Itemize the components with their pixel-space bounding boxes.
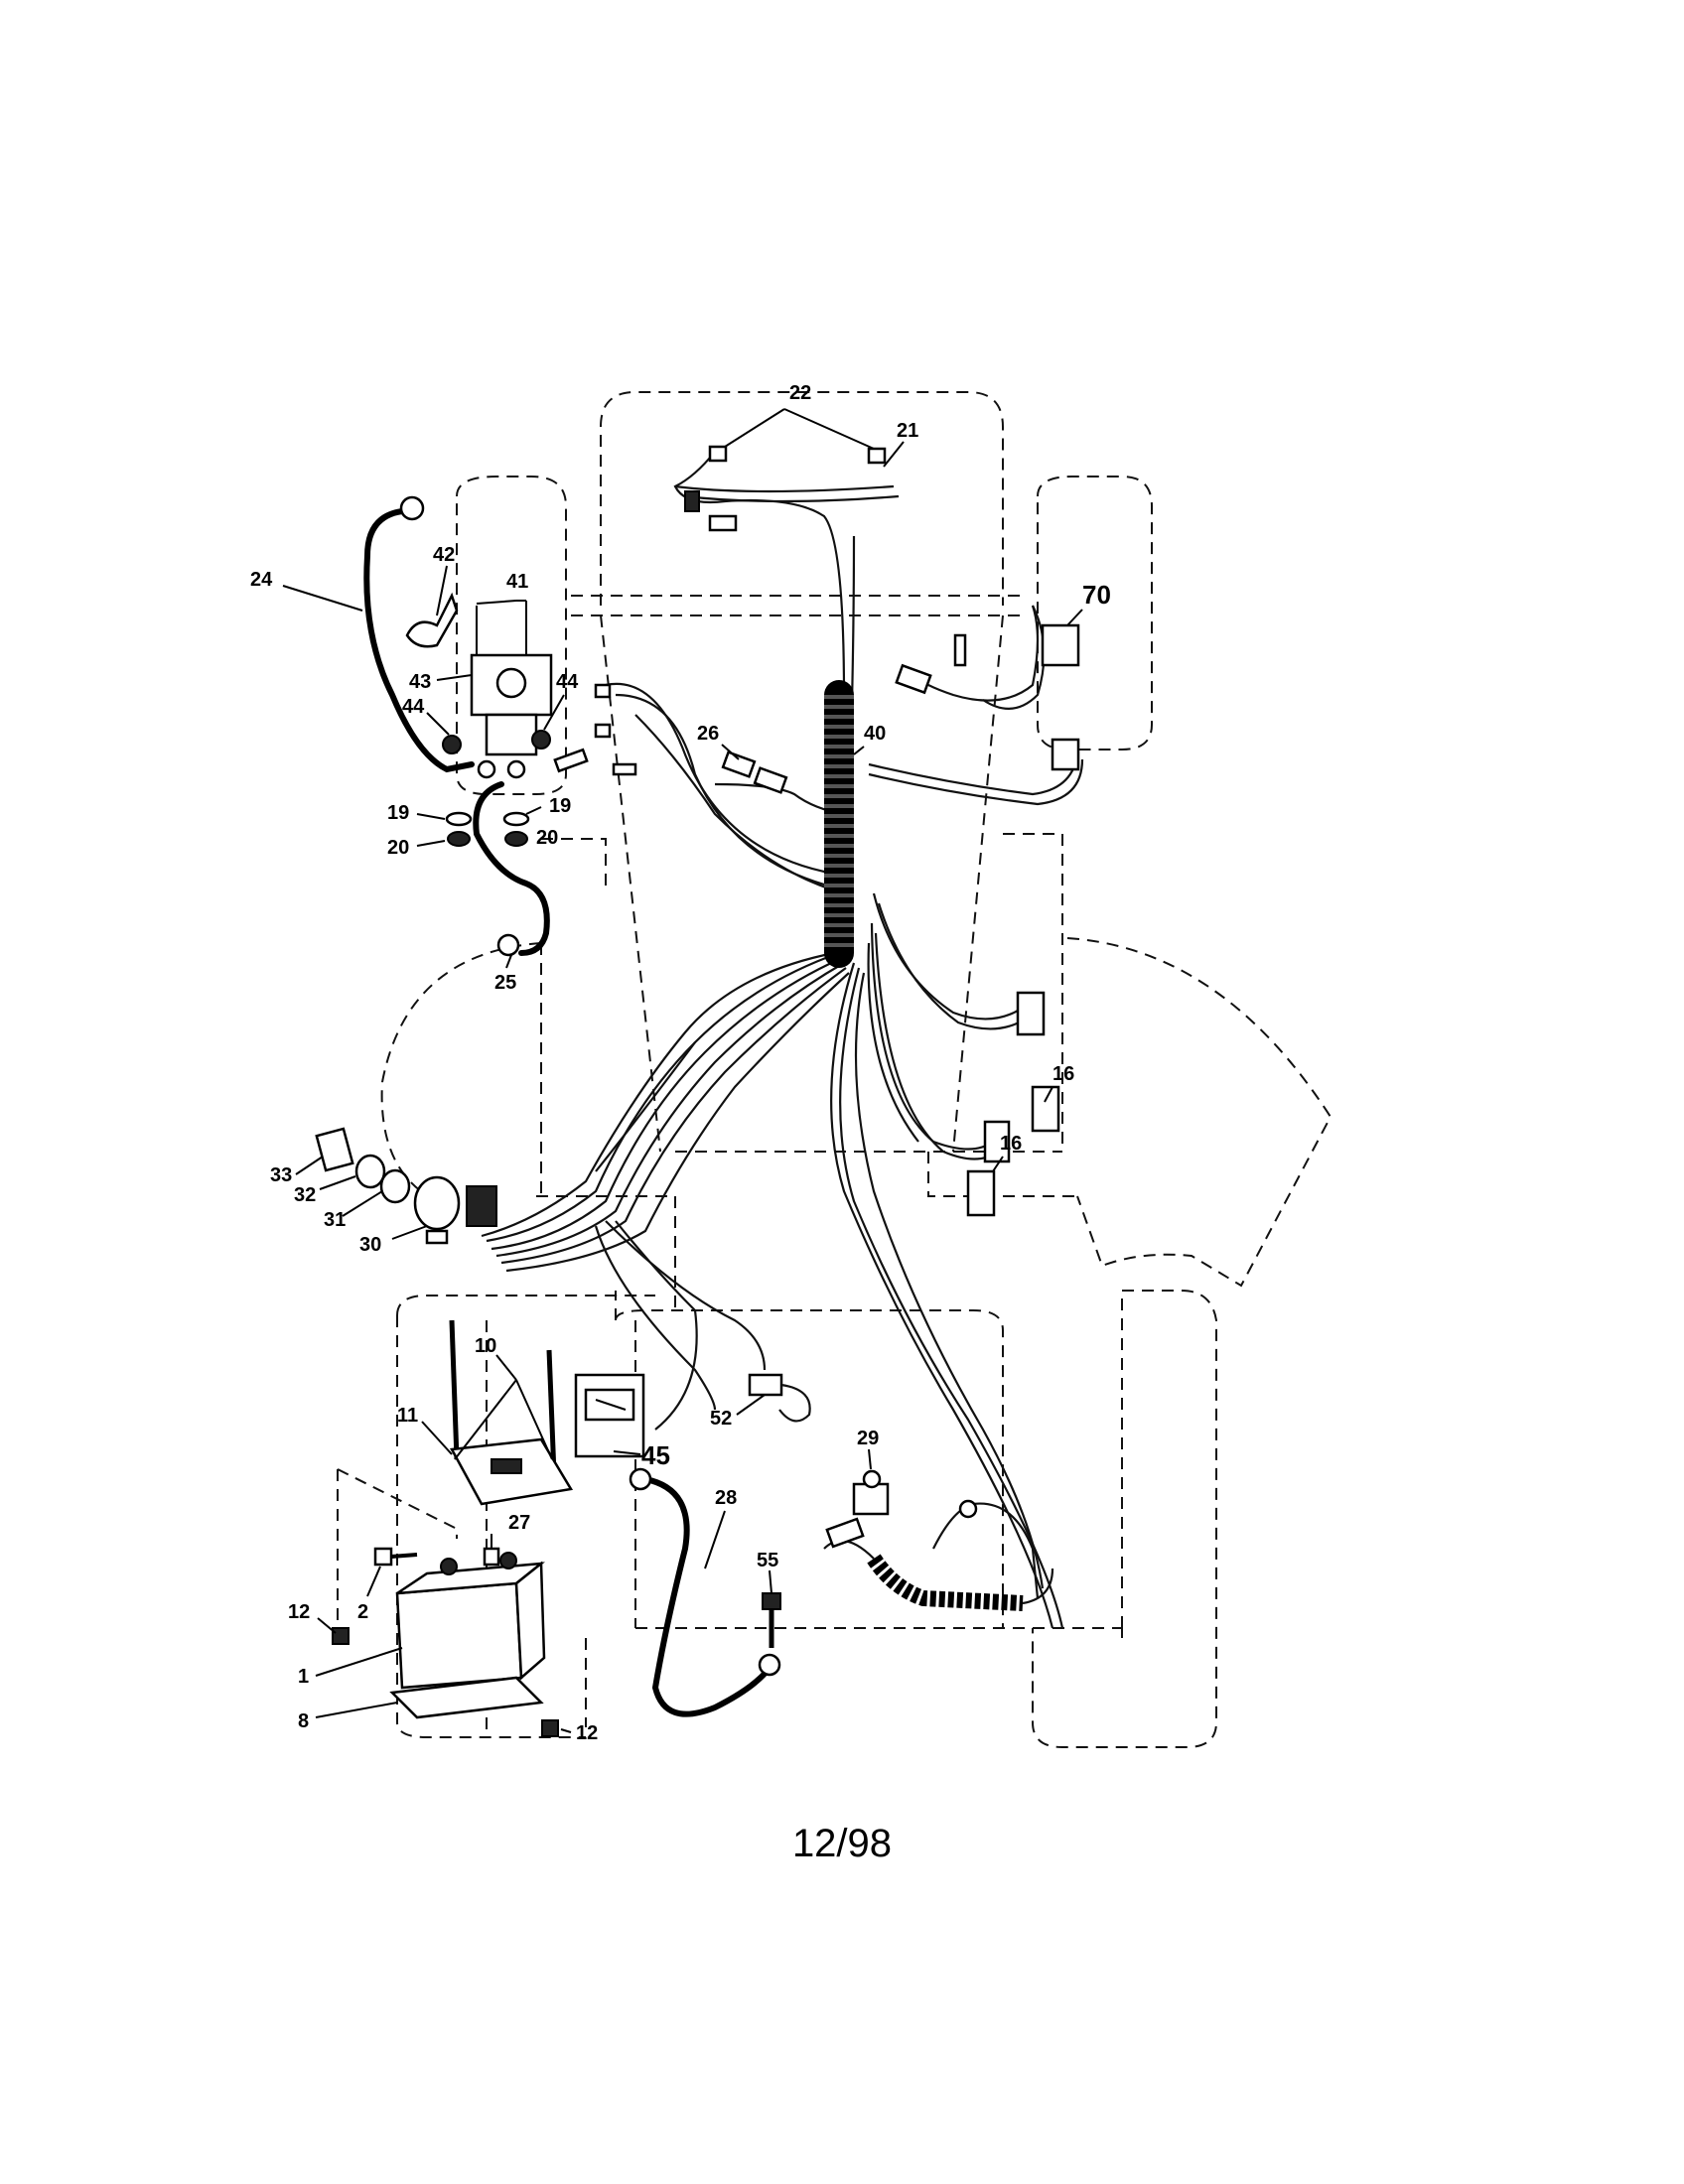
- connector-70: [895, 623, 1080, 771]
- callout-12-left: 12: [288, 1601, 310, 1623]
- cable-25: [473, 781, 550, 956]
- cable-28: [642, 1476, 772, 1717]
- callout-70: 70: [1082, 580, 1111, 610]
- callout-29: 29: [857, 1428, 879, 1449]
- cable-24-terminal: [399, 495, 425, 521]
- solenoid-assembly: [442, 601, 553, 847]
- callout-30: 30: [359, 1234, 381, 1256]
- callout-10: 10: [475, 1335, 496, 1357]
- callout-41: 41: [506, 571, 528, 593]
- leader-lines: [282, 408, 1083, 1733]
- switches-16: [966, 991, 1060, 1217]
- callout-22: 22: [789, 382, 811, 404]
- front-connectors: [553, 683, 637, 776]
- callout-52: 52: [710, 1408, 732, 1430]
- callout-20-right: 20: [536, 827, 558, 849]
- callout-24: 24: [250, 569, 273, 591]
- callout-8: 8: [298, 1710, 309, 1732]
- battery-assembly: [332, 1319, 574, 1737]
- callout-31: 31: [324, 1209, 346, 1231]
- bolt-55: [762, 1592, 781, 1648]
- callout-25: 25: [494, 972, 516, 994]
- cable-25-terminal: [496, 933, 520, 957]
- callout-12-right: 12: [576, 1722, 598, 1744]
- callout-44-left: 44: [402, 696, 425, 718]
- rear-terminal: [958, 1499, 978, 1519]
- connectors-26: [721, 751, 788, 794]
- callout-27: 27: [508, 1512, 530, 1534]
- plug-52: [748, 1373, 811, 1423]
- headlights: [684, 445, 887, 532]
- callout-1: 1: [298, 1666, 309, 1688]
- callout-40: 40: [864, 723, 886, 745]
- callout-26: 26: [697, 723, 719, 745]
- callout-labels: 24 22 21 42 41 43 44 44 19 19 20 20 25 7…: [250, 382, 1111, 1744]
- cable-24: [363, 508, 475, 773]
- ignition-group: [315, 1127, 497, 1245]
- callout-45: 45: [641, 1440, 670, 1470]
- hour-meter-45: [574, 1373, 645, 1458]
- cable-28-bottom-terminal: [758, 1653, 781, 1677]
- callout-32: 32: [294, 1184, 316, 1206]
- callout-21: 21: [897, 420, 918, 442]
- callout-55: 55: [757, 1550, 778, 1571]
- callout-2: 2: [357, 1601, 368, 1623]
- rear-coil: [867, 1554, 1024, 1611]
- callout-16-upper: 16: [1052, 1063, 1074, 1085]
- footer-date: 12/98: [791, 1822, 893, 1865]
- harness-wires: [481, 451, 1084, 1629]
- callout-11: 11: [397, 1405, 418, 1427]
- switch-29: [825, 1469, 890, 1549]
- callout-44-right: 44: [556, 671, 579, 693]
- callout-43: 43: [409, 671, 431, 693]
- callout-33: 33: [270, 1164, 292, 1186]
- callout-19-right: 19: [549, 795, 571, 817]
- callout-19-left: 19: [387, 802, 409, 824]
- strap-42: [405, 592, 459, 648]
- callout-16-lower: 16: [1000, 1133, 1022, 1155]
- callout-28: 28: [715, 1487, 737, 1509]
- callout-20-left: 20: [387, 837, 409, 859]
- cable-28-top-terminal: [629, 1467, 652, 1491]
- callout-42: 42: [433, 544, 455, 566]
